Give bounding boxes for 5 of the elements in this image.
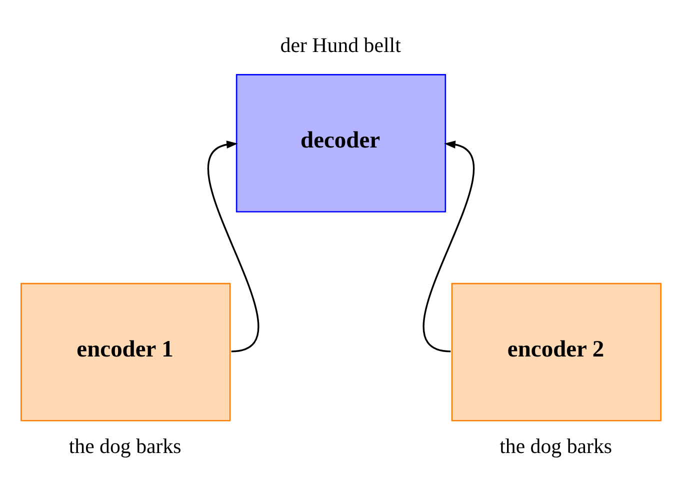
- node-label: the dog barks: [500, 434, 612, 458]
- arrow: [423, 140, 474, 352]
- arrow: [208, 140, 259, 352]
- node-label: der Hund bellt: [280, 33, 401, 58]
- node-label: the dog barks: [68, 434, 182, 458]
